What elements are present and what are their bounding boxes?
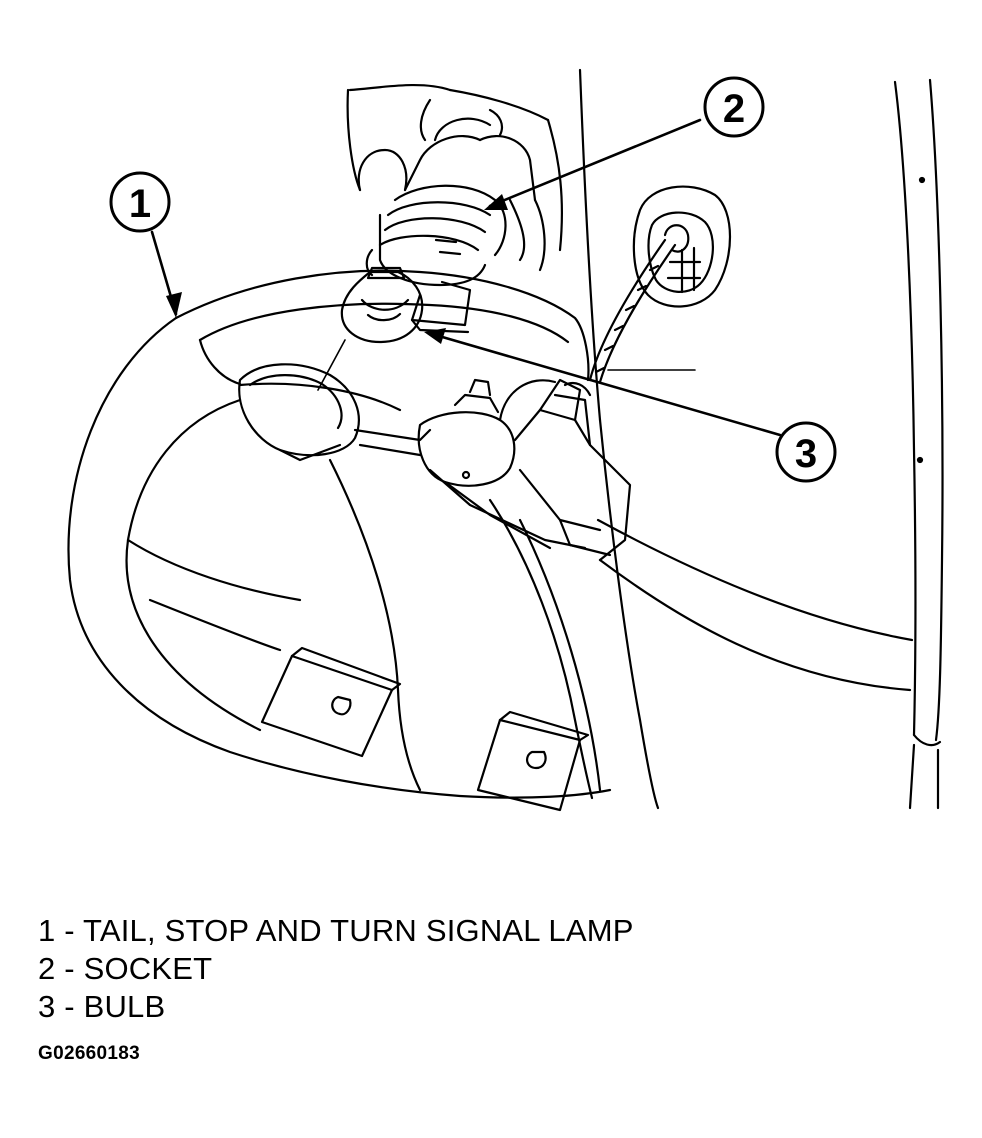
legend-item-socket: 2 - SOCKET xyxy=(38,951,213,986)
figure-code: G02660183 xyxy=(38,1043,141,1064)
mounting-bracket-left xyxy=(260,646,402,758)
wiring-harness xyxy=(238,363,632,562)
callout-2-number: 2 xyxy=(723,87,745,131)
callout-2: 2 xyxy=(703,76,765,138)
bulb xyxy=(340,266,424,344)
socket xyxy=(365,184,507,334)
mounting-bracket-right xyxy=(476,710,590,812)
callout-3: 3 xyxy=(775,421,837,483)
callout-3-number: 3 xyxy=(795,432,817,476)
wire-lead xyxy=(588,238,677,384)
legend-item-lamp: 1 - TAIL, STOP AND TURN SIGNAL LAMP xyxy=(38,913,634,948)
callout-1: 1 xyxy=(109,171,171,233)
lamp-bulb-diagram: 1 2 3 xyxy=(67,68,944,812)
vehicle-body-panel xyxy=(578,68,944,810)
body-grommet xyxy=(632,185,731,308)
callout-1-number: 1 xyxy=(129,182,151,226)
hand xyxy=(346,83,564,272)
bulb-guide-line xyxy=(317,339,346,391)
legend-item-bulb: 3 - BULB xyxy=(38,989,166,1024)
parts-legend: 1 - TAIL, STOP AND TURN SIGNAL LAMP 2 - … xyxy=(38,912,634,1026)
leader-arrowheads xyxy=(166,194,508,344)
